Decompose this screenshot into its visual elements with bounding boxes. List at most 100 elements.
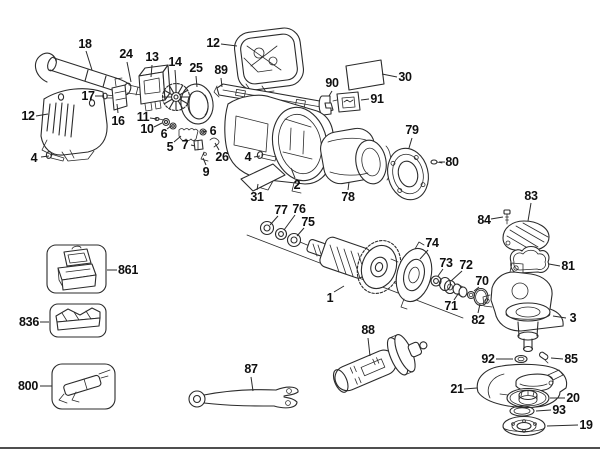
leader-line-6 xyxy=(202,130,208,133)
leader-line-10 xyxy=(153,122,163,128)
leader-line-85 xyxy=(550,357,564,360)
part-label-11: 11 xyxy=(136,110,150,124)
spindle-ring-drawing xyxy=(514,354,528,364)
screw-4-left-drawing xyxy=(45,151,65,162)
part-label-12: 12 xyxy=(21,109,35,123)
leader-line-12 xyxy=(220,43,238,47)
leader-line-30 xyxy=(381,73,398,78)
part-label-19: 19 xyxy=(579,418,593,432)
leader-line-74 xyxy=(419,249,429,260)
baffle-plate-drawing xyxy=(390,241,433,310)
leader-line-14 xyxy=(174,69,177,85)
part-label-83: 83 xyxy=(524,189,538,203)
leader-line-4 xyxy=(253,155,261,158)
part-label-2: 2 xyxy=(293,178,301,192)
leader-line-13 xyxy=(150,64,153,78)
part-label-26: 26 xyxy=(215,150,229,164)
part-label-10: 10 xyxy=(140,122,154,136)
part-label-71: 71 xyxy=(444,299,458,313)
part-label-836: 836 xyxy=(19,315,39,329)
screw-4-right-drawing xyxy=(256,151,277,162)
part-label-5: 5 xyxy=(166,140,174,154)
part-label-25: 25 xyxy=(189,61,203,75)
leader-line-88 xyxy=(367,337,371,357)
leader-line-93 xyxy=(535,409,552,412)
leader-line-89 xyxy=(220,77,223,88)
armature-drawing xyxy=(246,220,464,319)
motor-housing-drawing xyxy=(224,94,334,194)
part-label-861: 861 xyxy=(118,263,138,277)
leader-line-1 xyxy=(333,285,345,293)
part-label-88: 88 xyxy=(361,323,375,337)
part-label-30: 30 xyxy=(398,70,412,84)
leader-line-82 xyxy=(477,303,481,314)
part-label-85: 85 xyxy=(564,352,578,366)
part-label-77: 77 xyxy=(274,203,288,217)
part-label-17: 17 xyxy=(81,89,95,103)
part-label-74: 74 xyxy=(425,236,439,250)
leader-line-6 xyxy=(166,125,172,130)
leader-line-83 xyxy=(527,202,532,222)
part-label-1: 1 xyxy=(326,291,334,305)
leader-line-75 xyxy=(296,227,305,237)
part-label-82: 82 xyxy=(471,313,485,327)
leader-line-16 xyxy=(116,103,119,114)
part-label-31: 31 xyxy=(250,190,264,204)
bearing-plate-drawing xyxy=(387,147,429,201)
leader-line-79 xyxy=(408,137,413,149)
motor-end-cover-drawing xyxy=(40,88,108,162)
nameplate-drawing xyxy=(345,59,385,91)
side-handle-drawing xyxy=(332,333,428,393)
part-label-14: 14 xyxy=(168,55,182,69)
small-hardware-drawing xyxy=(154,117,220,162)
part-label-16: 16 xyxy=(111,114,125,128)
outer-flange-nut-drawing xyxy=(502,415,546,437)
part-label-87: 87 xyxy=(244,362,258,376)
leader-line-77 xyxy=(269,215,279,226)
accessory-box-836 xyxy=(49,303,107,338)
part-label-72: 72 xyxy=(459,258,473,272)
leader-line-87 xyxy=(250,376,254,392)
part-label-4: 4 xyxy=(30,151,38,165)
leader-line-4 xyxy=(40,155,50,158)
part-label-13: 13 xyxy=(145,50,159,64)
accessory-box-861 xyxy=(46,244,107,294)
part-label-73: 73 xyxy=(439,256,453,270)
part-label-79: 79 xyxy=(405,123,419,137)
gear-case-drawing xyxy=(482,262,564,353)
part-label-90: 90 xyxy=(325,76,339,90)
inner-flange-drawing xyxy=(506,387,550,409)
screw-84-drawing xyxy=(503,209,511,225)
fan-baffle-drawing xyxy=(180,83,214,125)
leader-line-7 xyxy=(190,144,196,147)
part-label-800: 800 xyxy=(18,379,38,393)
leader-line-5 xyxy=(173,135,182,143)
tray-drawing xyxy=(49,303,107,338)
switch-actuator-drawing xyxy=(111,77,128,111)
part-label-78: 78 xyxy=(341,190,355,204)
o-ring-drawing xyxy=(473,287,489,307)
part-label-24: 24 xyxy=(119,47,133,61)
leader-line-21 xyxy=(463,387,478,390)
leader-line-71 xyxy=(453,293,459,301)
part-label-84: 84 xyxy=(477,213,491,227)
leader-line-84 xyxy=(490,216,504,220)
label-sheet-drawing xyxy=(240,163,286,192)
leader-line-26 xyxy=(214,142,220,151)
bearing-73-drawing xyxy=(430,275,442,287)
part-label-3: 3 xyxy=(569,311,577,325)
leader-line-18 xyxy=(85,50,93,71)
bottom-divider-line xyxy=(0,447,600,449)
part-label-89: 89 xyxy=(214,63,228,77)
leader-line-90 xyxy=(328,90,333,97)
switch-drawing xyxy=(138,64,171,112)
part-label-80: 80 xyxy=(445,155,459,169)
handle-housing-drawing xyxy=(233,27,305,93)
leader-line-72 xyxy=(450,270,463,282)
part-label-4: 4 xyxy=(244,150,252,164)
lock-pin-drawing xyxy=(539,351,549,364)
leader-line-3 xyxy=(552,315,567,319)
